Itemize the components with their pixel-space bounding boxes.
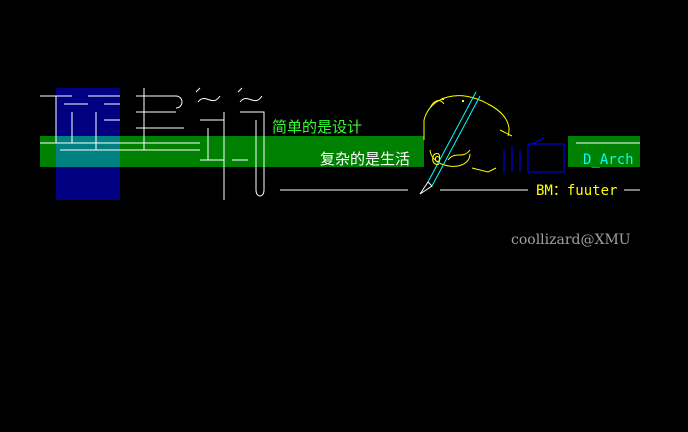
board-name: D_Arch [583,152,634,168]
pen-line-b [431,95,481,187]
pen-line-a [427,91,477,183]
glyph-strokes-hooks [195,87,263,103]
yellow-dot-2 [462,100,464,102]
green-band-right [568,136,640,167]
at-mark: @ [432,151,441,167]
glyph-strokes-loop [223,111,265,200]
slogan-design: 简单的是设计 [272,118,363,136]
slogan-life: 复杂的是生活 [320,150,411,168]
glyph-strokes-mid [136,88,224,161]
yellow-hook [429,100,445,109]
yellow-dot-1 [442,98,444,100]
blue-building [503,137,565,173]
bm-label: BM：fuuter [536,183,618,199]
glyph-strokes-left [40,95,120,150]
pen-nib-icon [419,181,433,195]
signature: coollizard@XMU [511,232,631,248]
cyan-overlay [56,136,120,167]
yellow-balloon [423,95,513,173]
